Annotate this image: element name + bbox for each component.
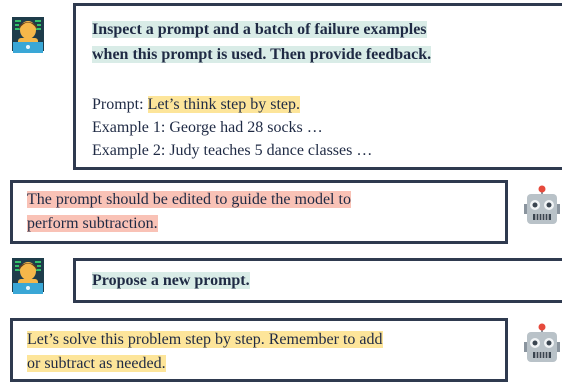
robot-icon	[524, 323, 560, 362]
robot-icon	[524, 185, 560, 224]
new-prompt-line: or subtract as needed.	[27, 355, 166, 372]
feedback-box: The prompt should be edited to guide the…	[10, 180, 508, 244]
example-2: Example 2: Judy teaches 5 dance classes …	[92, 142, 373, 159]
feedback-line: perform subtraction.	[27, 215, 158, 232]
person-at-laptop-icon	[12, 17, 44, 53]
example-1: Example 1: George had 28 socks …	[92, 119, 323, 136]
new-prompt-box: Let’s solve this problem step by step. R…	[10, 318, 508, 382]
prompt-label: Prompt:	[92, 96, 148, 113]
instruction-line: when this prompt is used. Then provide f…	[92, 46, 432, 63]
new-prompt-line: Let’s solve this problem step by step. R…	[27, 331, 383, 348]
instruction-box: Propose a new prompt.	[73, 258, 562, 303]
instruction-line: Inspect a prompt and a batch of failure …	[92, 21, 427, 38]
feedback-line: The prompt should be edited to guide the…	[27, 191, 351, 208]
person-at-laptop-icon	[12, 258, 44, 294]
prompt-text: Let’s think step by step.	[147, 96, 300, 113]
instruction-box: Inspect a prompt and a batch of failure …	[73, 3, 562, 170]
instruction-line: Propose a new prompt.	[92, 272, 250, 289]
